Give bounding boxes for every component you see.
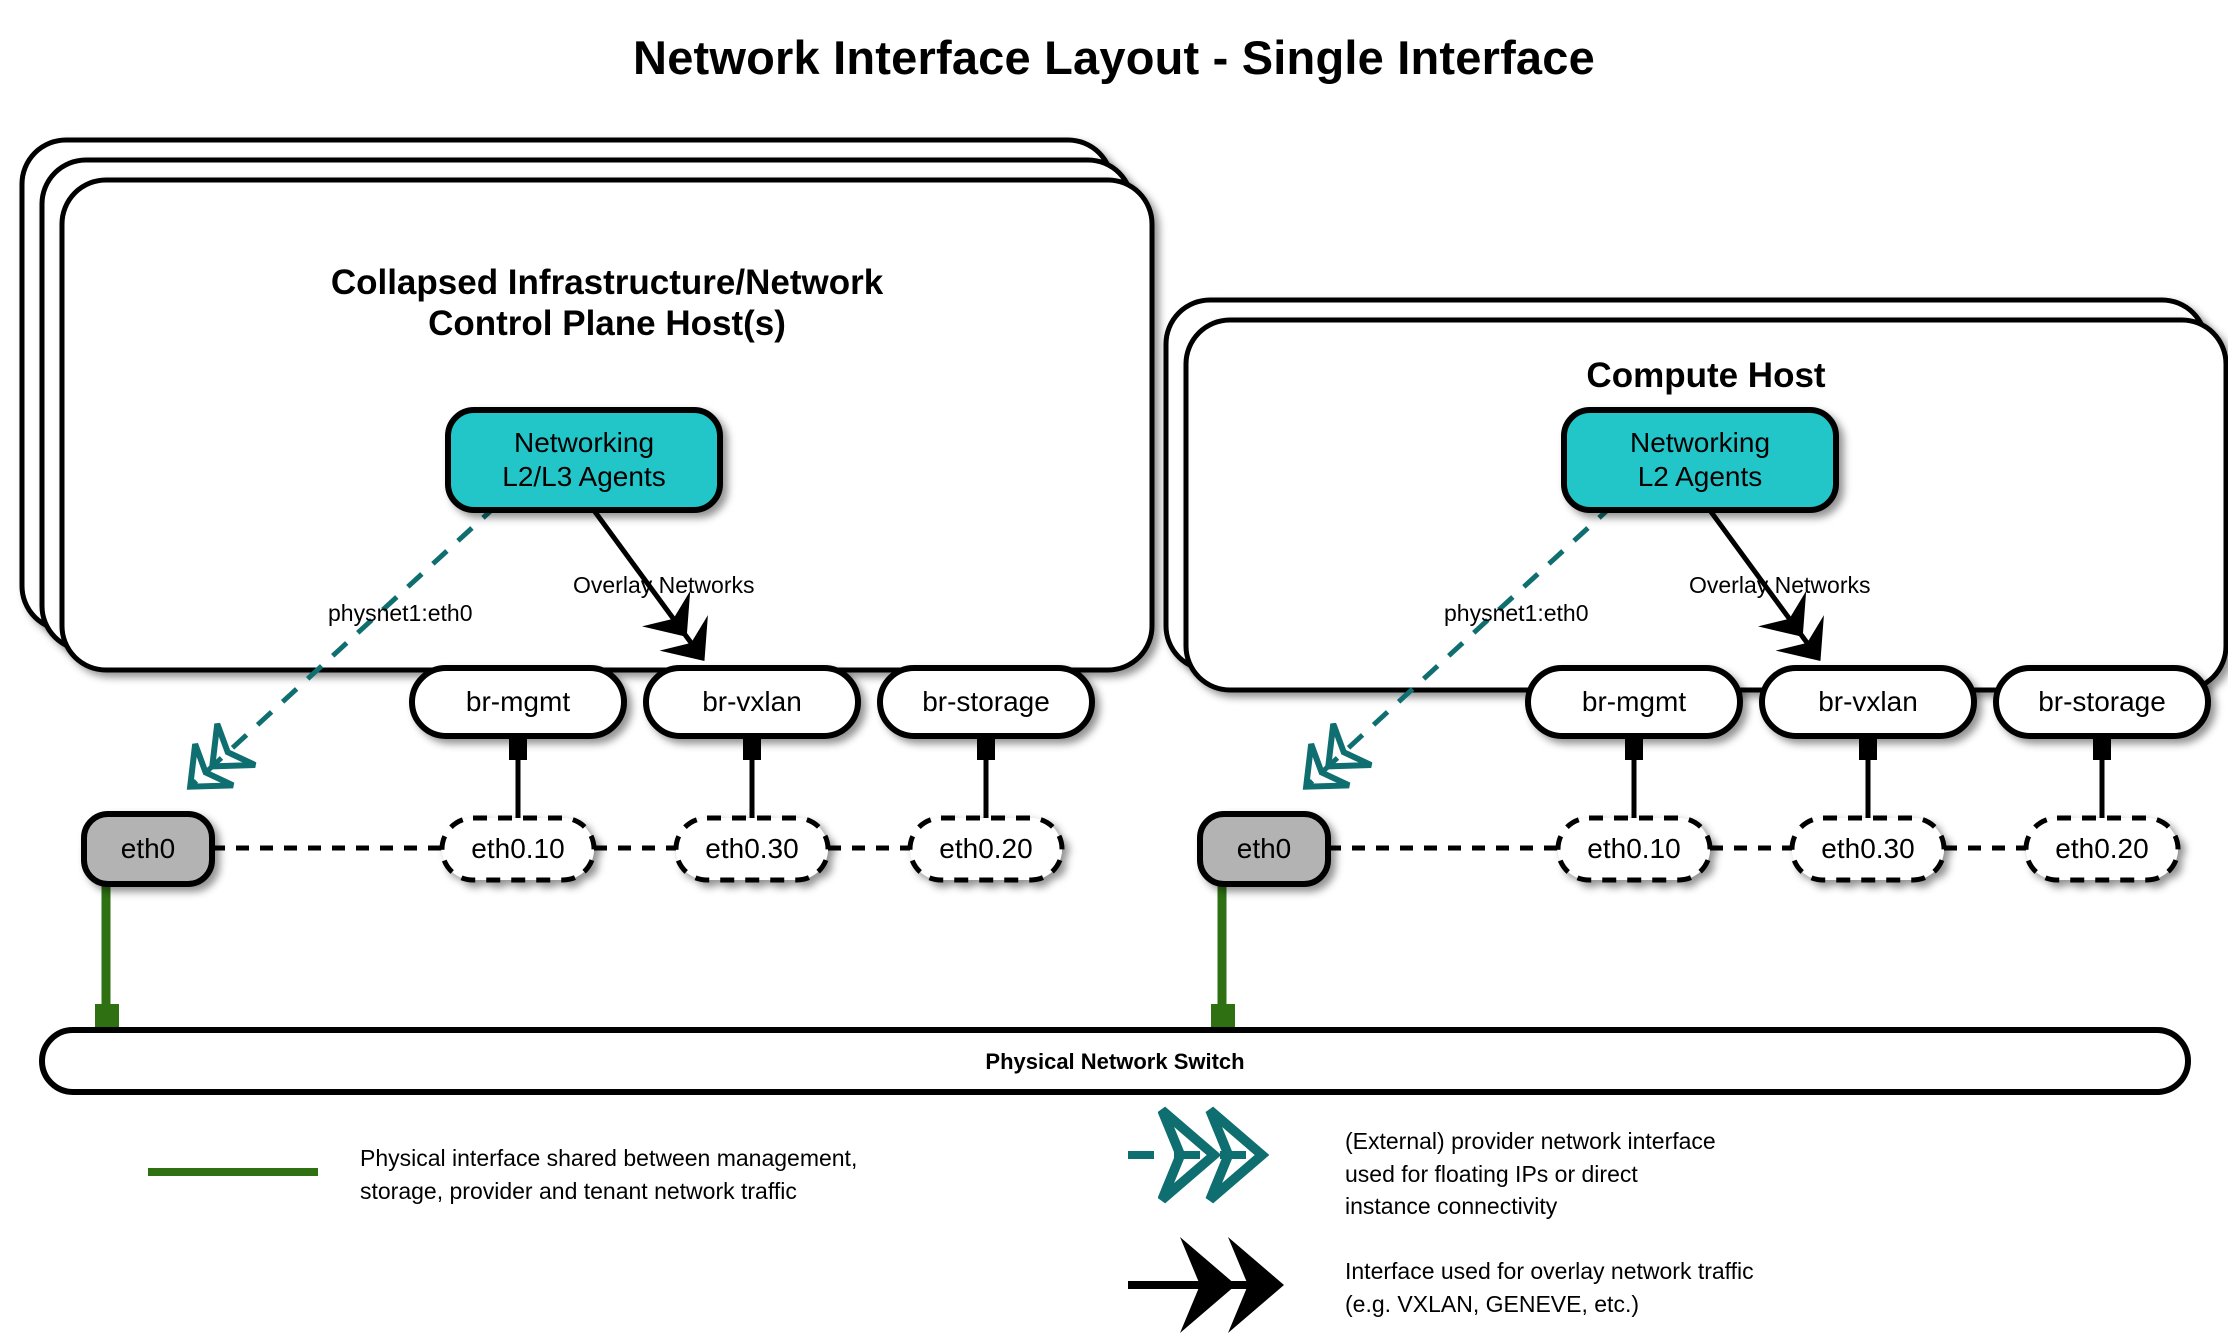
host-title-line-2: Control Plane Host(s): [428, 304, 786, 344]
host-title-line-1: Collapsed Infrastructure/Network: [330, 263, 884, 302]
control-plane-host-stack: [19, 137, 1155, 673]
bridge-port-br-vxlan: [1859, 734, 1877, 760]
compute-host-title: Compute Host: [1186, 355, 2226, 396]
bridge-port-br-mgmt: [1625, 734, 1643, 760]
bridge-node-br-vxlan[interactable]: [643, 665, 861, 739]
vlan-node-eth0-20[interactable]: [907, 815, 1065, 883]
bridge-port-br-mgmt: [509, 734, 527, 760]
compute-host-contents: [1197, 407, 2211, 1040]
bridge-port-connectors: [1625, 734, 2111, 818]
provider-network-edge: [192, 503, 499, 785]
vlan-node-eth0-30[interactable]: [673, 815, 831, 883]
bridge-port-br-storage: [977, 734, 995, 760]
overlay-edge-label: Overlay Networks: [1689, 572, 1871, 598]
vlan-node-eth0-10[interactable]: [439, 815, 597, 883]
bridge-node-br-storage[interactable]: [877, 665, 1095, 739]
bridge-node-br-vxlan[interactable]: [1759, 665, 1977, 739]
bridge-port-br-vxlan: [743, 734, 761, 760]
bridge-node-br-storage[interactable]: [1993, 665, 2211, 739]
provider-network-edge: [1308, 503, 1615, 785]
networking-agents-node[interactable]: [445, 407, 723, 513]
bridge-port-br-storage: [2093, 734, 2111, 760]
provider-edge-label: physnet1:eth0: [1444, 600, 1589, 626]
overlay-edge-label: Overlay Networks: [573, 572, 755, 598]
physical-interface-node-eth0[interactable]: [1197, 811, 1331, 887]
legend-text-overlay-interface: Interface used for overlay network traff…: [1345, 1258, 1754, 1317]
legend-text-provider-interface: (External) provider network interface us…: [1345, 1128, 1716, 1220]
provider-edge-label: physnet1:eth0: [328, 600, 473, 626]
legend-text-physical-interface: Physical interface shared between manage…: [360, 1145, 858, 1204]
bridge-node-br-mgmt[interactable]: [409, 665, 627, 739]
host-title-line-1: Compute Host: [1586, 356, 1826, 395]
bridge-node-br-mgmt[interactable]: [1525, 665, 1743, 739]
overlay-network-edge: [1703, 503, 1824, 662]
legend-glyphs: [148, 1155, 1284, 1333]
overlay-network-edge: [587, 503, 708, 662]
physical-network-switch[interactable]: [39, 1027, 2191, 1095]
vlan-node-eth0-30[interactable]: [1789, 815, 1947, 883]
bridge-port-connectors: [509, 734, 995, 818]
physical-interface-node-eth0[interactable]: [81, 811, 215, 887]
networking-agents-node[interactable]: [1561, 407, 1839, 513]
control-plane-host-contents: [81, 407, 1095, 1040]
physical-network-switch-label: Physical Network Switch: [985, 1049, 1245, 1074]
vlan-node-eth0-20[interactable]: [2023, 815, 2181, 883]
control-plane-host-title: Collapsed Infrastructure/Network Control…: [62, 262, 1152, 345]
page-title: Network Interface Layout - Single Interf…: [633, 31, 1595, 84]
vlan-node-eth0-10[interactable]: [1555, 815, 1713, 883]
